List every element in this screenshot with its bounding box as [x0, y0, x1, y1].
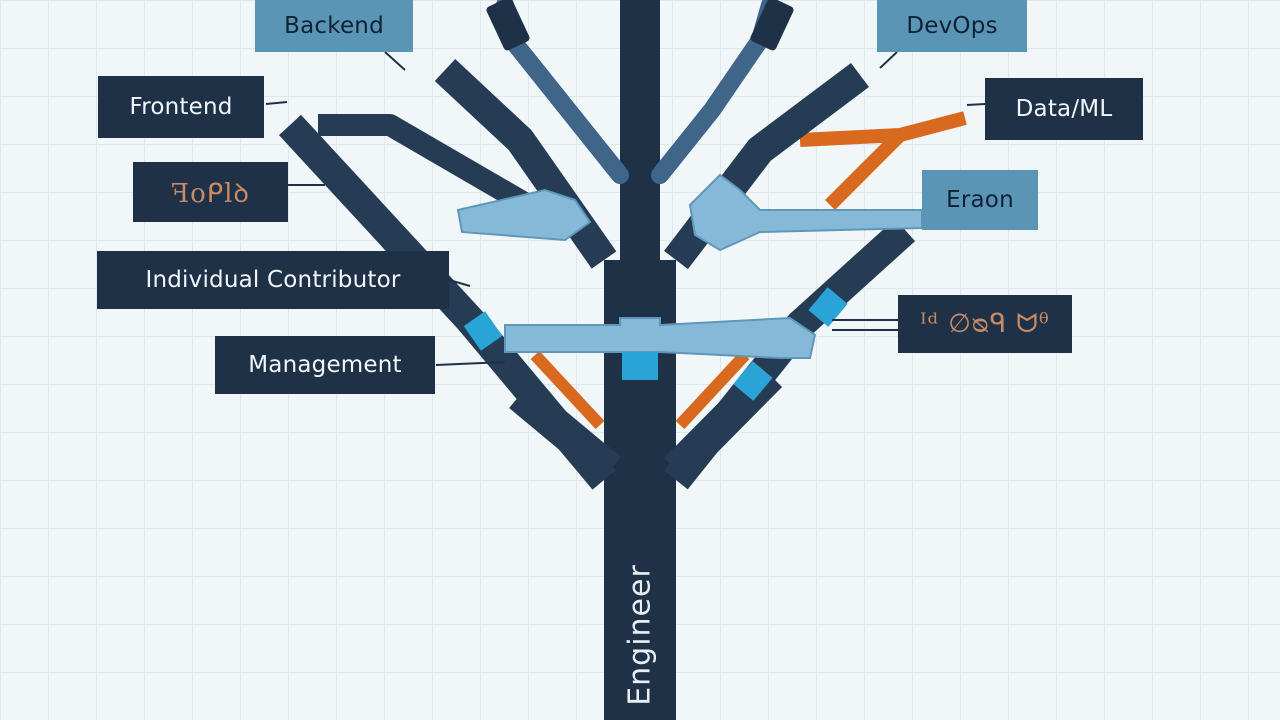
orange-branch-right — [799, 111, 967, 210]
cyan-joints — [463, 287, 848, 401]
scribble-left-text: ꟻoᑭlꝺ — [171, 179, 250, 209]
joint-right-lower — [733, 361, 773, 401]
node-management: Management — [215, 336, 435, 394]
node-backend: Backend — [255, 0, 413, 52]
scribble-right-text: ᴵᵈ ∅ᴓᑫ ᗢᶿ — [920, 308, 1050, 339]
leader-frontend — [265, 101, 288, 105]
orange-accent-right — [675, 350, 750, 430]
orange-accent-branches — [530, 111, 967, 430]
leader-lines — [265, 51, 986, 366]
leader-ic — [448, 279, 471, 287]
joint-right-upper — [808, 287, 848, 327]
node-individual-contributor: Individual Contributor — [97, 251, 449, 309]
joint-center — [622, 352, 658, 380]
branch-frontend-side — [318, 114, 551, 225]
node-data-ml: Data/ML — [985, 78, 1143, 140]
connector-upper-left — [456, 188, 592, 242]
orange-accent-left — [530, 350, 605, 430]
branch-management — [509, 381, 621, 484]
node-frontend: Frontend — [98, 76, 264, 138]
leader-dataml — [966, 103, 986, 106]
node-scribble-left: ꟻoᑭlꝺ — [133, 162, 288, 222]
node-eraon: Eraon — [922, 170, 1038, 230]
cap-left — [486, 0, 530, 51]
root-label-engineer: Engineer — [622, 564, 658, 706]
node-scribble-right: ᴵᵈ ∅ᴓᑫ ᗢᶿ — [898, 295, 1072, 353]
joint-left — [463, 311, 503, 351]
leader-backend — [384, 51, 406, 71]
light-connectors — [456, 173, 923, 359]
top-caps — [486, 0, 794, 51]
node-devops: DevOps — [877, 0, 1027, 52]
cap-right — [750, 0, 794, 51]
leader-devops — [879, 51, 898, 69]
trunk-upper — [620, 0, 660, 300]
connector-middle-bar — [504, 316, 817, 359]
leader-management — [435, 361, 506, 366]
